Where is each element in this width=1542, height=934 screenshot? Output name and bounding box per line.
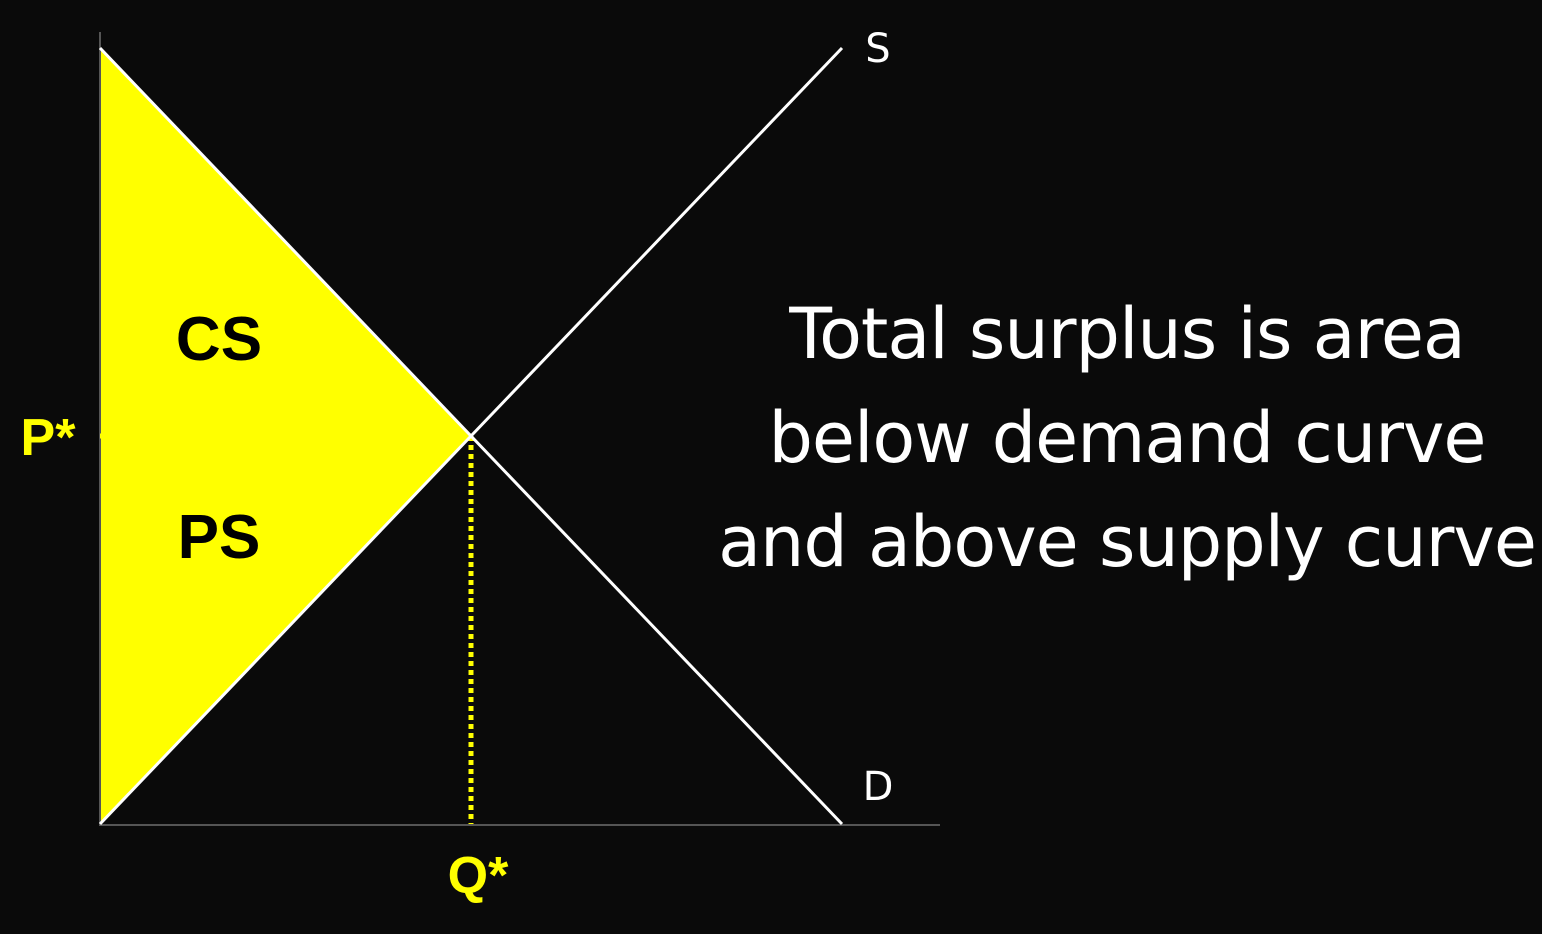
equilibrium-price-label: P* xyxy=(21,409,77,467)
total-surplus-region xyxy=(100,48,471,824)
demand-curve xyxy=(98,46,844,826)
caption-line-2: below demand curve xyxy=(768,397,1486,479)
equilibrium-quantity-label: Q* xyxy=(448,847,509,905)
caption-line-3: and above supply curve xyxy=(718,501,1537,583)
producer-surplus-label: PS xyxy=(178,503,261,572)
demand-curve-label: D xyxy=(863,764,894,810)
supply-curve-label: S xyxy=(865,26,890,72)
consumer-surplus-label: CS xyxy=(176,305,262,374)
caption-text: Total surplus is area below demand curve… xyxy=(712,282,1542,594)
caption-line-1: Total surplus is area xyxy=(789,293,1466,375)
